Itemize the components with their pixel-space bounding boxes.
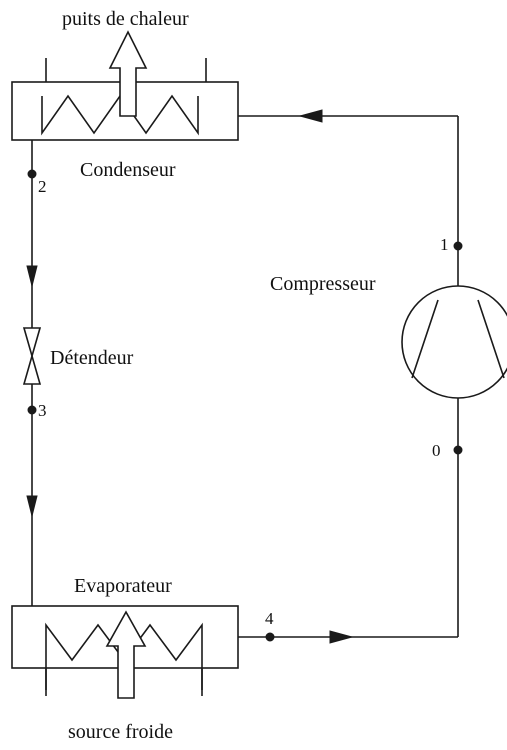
state-point-0-label: 0 <box>432 441 441 460</box>
state-point-3-label: 3 <box>38 401 47 420</box>
compressor-circle <box>401 285 507 399</box>
state-point-2-marker <box>27 169 37 179</box>
heat-sink-label: puits de chaleur <box>62 8 189 30</box>
evaporator <box>11 605 239 699</box>
expansion-valve <box>22 327 42 385</box>
cold-source-label: source froide <box>68 721 173 743</box>
compressor-blade-left <box>411 299 439 379</box>
state-point-2-label: 2 <box>38 177 47 196</box>
flow-arrow-right <box>329 630 354 644</box>
compressor-blade-right <box>477 299 505 379</box>
state-point-1-label: 1 <box>440 235 449 254</box>
heat-out-arrow <box>108 30 148 117</box>
heat-in-arrow <box>105 610 147 699</box>
expansion-valve-label: Détendeur <box>50 347 134 369</box>
evaporator-label: Evaporateur <box>74 575 172 597</box>
compressor-label: Compresseur <box>270 273 376 295</box>
valve-lower-triangle <box>22 353 42 385</box>
state-point-4-marker <box>265 632 275 642</box>
flow-arrow-down-upper <box>26 265 38 287</box>
state-point-1-marker <box>453 241 463 251</box>
state-point-4-label: 4 <box>265 609 274 628</box>
flow-arrow-down-lower <box>26 495 38 517</box>
condenser <box>11 30 239 141</box>
compressor <box>401 285 507 399</box>
valve-upper-triangle <box>22 327 42 359</box>
state-point-3-marker <box>27 405 37 415</box>
condenser-label: Condenseur <box>80 159 176 181</box>
state-point-0-marker <box>453 445 463 455</box>
flow-arrow-left <box>298 109 323 123</box>
